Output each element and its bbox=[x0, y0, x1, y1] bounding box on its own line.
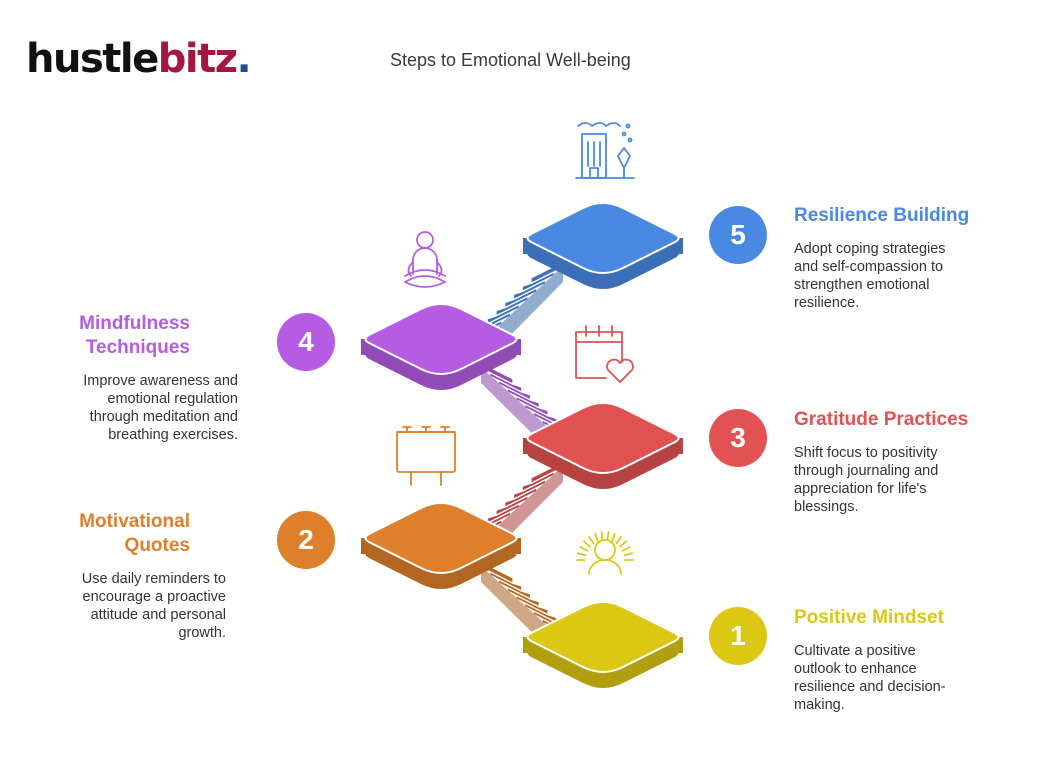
step-5-number-badge: 5 bbox=[709, 206, 767, 264]
step-4-title: Mindfulness Techniques bbox=[79, 313, 190, 358]
sun-ray bbox=[623, 552, 634, 557]
step-5-platform bbox=[523, 202, 683, 289]
step-3-number-badge: 3 bbox=[709, 409, 767, 467]
brand-logo-part2: bitz bbox=[157, 36, 238, 82]
meditation-icon bbox=[404, 231, 446, 288]
sun-ray bbox=[579, 546, 589, 552]
step-3-description: Shift focus to positivity through journa… bbox=[794, 445, 939, 515]
stair-stringer bbox=[493, 266, 563, 353]
step-2-description: Use daily reminders to encourage a proac… bbox=[81, 571, 226, 641]
step-5-description: Adopt coping strategies and self-compass… bbox=[794, 241, 946, 311]
step-1-title: Positive Mindset bbox=[794, 607, 944, 628]
sun-ray bbox=[576, 552, 587, 557]
step-3-title: Gratitude Practices bbox=[794, 409, 969, 430]
sun-ray bbox=[583, 540, 591, 548]
stair-stringer bbox=[493, 466, 563, 552]
step-4-platform bbox=[361, 303, 521, 390]
step-2-number-badge: 2 bbox=[277, 511, 335, 569]
brand-logo-dot: . bbox=[236, 36, 251, 82]
brand-logo-part1: hustle bbox=[26, 36, 159, 82]
step-1-description: Cultivate a positive outlook to enhance … bbox=[794, 643, 946, 713]
stair-stringer bbox=[481, 566, 551, 651]
step-2-platform bbox=[361, 502, 521, 589]
step-3-platform bbox=[523, 402, 683, 489]
platform-top bbox=[364, 502, 518, 574]
platform-top bbox=[526, 402, 680, 474]
sun-ray bbox=[621, 546, 631, 552]
sun-ray bbox=[594, 532, 599, 543]
brand-logo: hustlebitz. bbox=[26, 34, 252, 84]
step-1-number-badge: 1 bbox=[709, 607, 767, 665]
platform-top bbox=[526, 601, 680, 673]
city-weather-icon bbox=[575, 122, 635, 179]
page-title: Steps to Emotional Well-being bbox=[390, 50, 631, 70]
step-1-platform bbox=[523, 601, 683, 688]
step-4-number-badge: 4 bbox=[277, 313, 335, 371]
step-5-title: Resilience Building bbox=[794, 205, 970, 226]
sun-ray bbox=[588, 536, 595, 545]
stair-stringer bbox=[481, 367, 551, 452]
sun-ray bbox=[615, 536, 622, 545]
sun-ray bbox=[611, 532, 616, 543]
billboard-ad-icon bbox=[396, 426, 456, 486]
platform-top bbox=[526, 202, 680, 274]
sun-ray bbox=[600, 531, 604, 542]
sun-ray bbox=[606, 531, 610, 542]
platform-top bbox=[364, 303, 518, 375]
sun-person-icon bbox=[576, 531, 634, 575]
sun-ray bbox=[619, 540, 627, 548]
step-4-description: Improve awareness and emotional regulati… bbox=[83, 373, 238, 443]
calendar-heart-icon bbox=[575, 325, 634, 383]
staircase-flight-4-5 bbox=[460, 261, 564, 353]
step-2-title: Motivational Quotes bbox=[79, 511, 190, 556]
